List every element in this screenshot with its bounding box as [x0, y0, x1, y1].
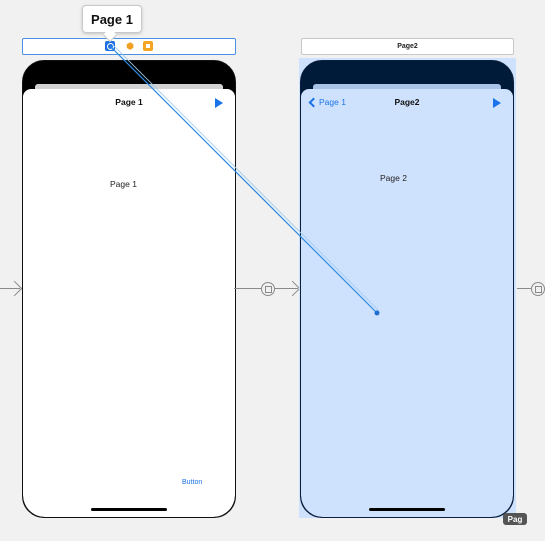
segue-arrowhead	[284, 280, 301, 297]
scene1-screen[interactable]: Page 1 Page 1 Button	[23, 89, 235, 517]
scene1-content-label[interactable]: Page 1	[110, 179, 137, 189]
home-indicator	[369, 508, 445, 511]
first-responder-icon[interactable]: ⬢	[126, 41, 134, 51]
view-controller-icon[interactable]	[105, 41, 115, 51]
scene2-nav-title: Page2	[394, 97, 420, 107]
scene-label-badge: Pag	[503, 513, 527, 525]
home-indicator	[91, 508, 167, 511]
scene1-dock[interactable]: ⬢	[22, 38, 236, 55]
play-icon[interactable]	[493, 98, 501, 108]
status-bar	[313, 84, 501, 90]
play-icon[interactable]	[215, 98, 223, 108]
exit-icon[interactable]	[143, 41, 153, 51]
scene2-screen[interactable]: Page 1 Page2 Page 2	[301, 89, 513, 517]
scene2-content-label[interactable]: Page 2	[380, 173, 407, 183]
scene1-phone-frame[interactable]: Page 1 Page 1 Button	[22, 60, 236, 518]
scene1-nav-title: Page 1	[115, 97, 143, 107]
scene1-button[interactable]: Button	[182, 479, 203, 486]
scene-tooltip: Page 1	[82, 5, 142, 33]
segue-node-icon[interactable]	[261, 282, 275, 296]
scene2-phone-frame[interactable]: Page 1 Page2 Page 2	[300, 60, 514, 518]
outgoing-segue-node-icon[interactable]	[531, 282, 545, 296]
scene2-dock[interactable]: Page2	[301, 38, 514, 55]
incoming-segue-arrowhead	[6, 280, 23, 297]
incoming-segue-line	[0, 288, 20, 289]
